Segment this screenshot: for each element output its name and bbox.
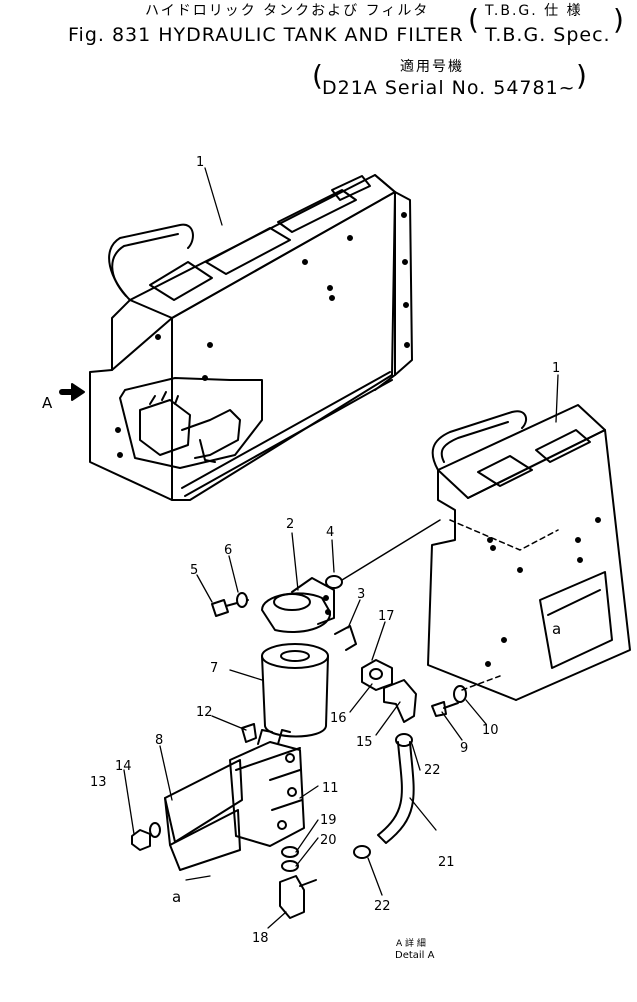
callout-label: 21 (438, 855, 455, 870)
callout-label: 2 (286, 517, 294, 532)
detail-caption-jp: A 詳 細 (396, 937, 426, 949)
callout-label: 22 (374, 899, 391, 914)
spec-english: T.B.G. Spec. (485, 24, 611, 46)
callout-label: 4 (326, 525, 334, 540)
callout-label: 1 (196, 155, 204, 170)
reference-dashed-lines (449, 519, 559, 691)
callout-label: 3 (357, 587, 365, 602)
serial-open-paren: ( (312, 59, 323, 92)
fittings-right (361, 659, 467, 747)
callout-label: 10 (482, 723, 499, 738)
japanese-title: ハイドロリック タンクおよび フィルタ (145, 3, 430, 19)
callout-label: 7 (210, 661, 218, 676)
callout-label: 8 (155, 733, 163, 748)
filter-head-assembly (211, 575, 357, 651)
callout-label: 1 (552, 361, 560, 376)
hydraulic-tank-secondary (427, 404, 631, 701)
point-a-lower: a (172, 888, 181, 906)
callout-label: 18 (252, 931, 269, 946)
hose (377, 741, 415, 844)
spec-open-paren: ( (468, 3, 479, 36)
callout-label: 16 (330, 711, 347, 726)
point-a-upper: a (552, 620, 561, 638)
hose-clamp-lower (353, 845, 371, 859)
spec-japanese: T.B.G. 仕 様 (485, 3, 583, 19)
callout-labels: 1 1 2 3 4 5 6 7 8 9 10 11 12 13 14 15 16… (90, 155, 560, 946)
serial-close-paren: ) (576, 59, 587, 92)
callout-label: 11 (322, 781, 339, 796)
callout-label: 22 (424, 763, 441, 778)
spec-close-paren: ) (613, 3, 624, 36)
hydraulic-tank-main (89, 174, 413, 501)
callout-label: 12 (196, 705, 213, 720)
view-arrow-a (59, 383, 85, 401)
callout-label: 6 (224, 543, 232, 558)
figure-title: Fig. 831 HYDRAULIC TANK AND FILTER (68, 24, 464, 46)
callout-label: 13 (90, 775, 107, 790)
arrow-a-label: A (42, 394, 53, 412)
callout-label: 17 (378, 609, 395, 624)
callout-label: 14 (115, 759, 132, 774)
callout-label: 15 (356, 735, 373, 750)
callout-label: 19 (320, 813, 337, 828)
callout-label: 9 (460, 741, 468, 756)
serial-japanese: 適用号機 (400, 59, 464, 75)
detail-caption-en: Detail A (395, 950, 435, 961)
callout-label: 20 (320, 833, 337, 848)
valve-block-assembly (131, 723, 317, 919)
callout-label: 5 (190, 563, 198, 578)
leader-line-tank-link (341, 519, 441, 581)
filter-element (261, 643, 329, 738)
serial-english: D21A Serial No. 54781~ (322, 77, 576, 99)
leader-lines (123, 167, 559, 929)
